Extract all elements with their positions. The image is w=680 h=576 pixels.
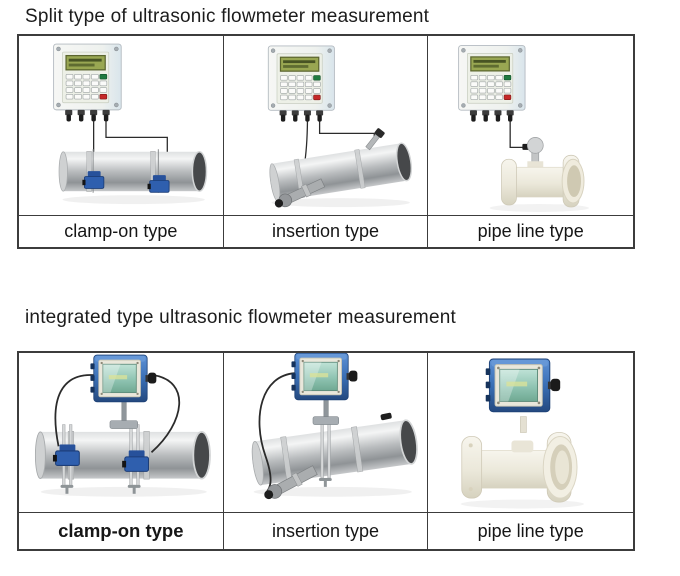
cable-connector — [380, 412, 392, 421]
split-clamp-on-illustration — [52, 43, 208, 205]
inline-flowmeter — [461, 416, 578, 503]
flow-converter — [458, 44, 526, 123]
integrated-clamp-on-illustration — [34, 354, 211, 497]
integrated-type-table: clamp-on type insertion type pipe line t… — [17, 351, 635, 551]
pipe — [248, 417, 421, 488]
integrated-insertion-illustration — [248, 353, 421, 500]
signal-cable — [54, 374, 95, 447]
split-pipe-line-image-cell — [428, 36, 633, 216]
split-insertion-image-cell — [223, 36, 429, 216]
section-heading-split: Split type of ultrasonic flowmeter measu… — [25, 6, 430, 27]
integrated-pipe-line-illustration — [461, 358, 585, 509]
signal-cable — [150, 374, 181, 453]
split-clamp-on-image-cell — [19, 36, 224, 216]
display-head — [290, 353, 358, 401]
split-insertion-illustration — [266, 45, 415, 208]
integrated-insertion-image-cell — [223, 353, 429, 513]
integrated-clamp-on-label: clamp-on type — [19, 513, 224, 549]
saddle-bracket — [312, 416, 339, 425]
saddle-bracket — [109, 420, 138, 429]
display-head — [485, 358, 561, 413]
pipe — [58, 150, 208, 193]
integrated-clamp-on-image-cell — [19, 353, 224, 513]
insertion-probe — [365, 128, 385, 151]
split-insertion-label: insertion type — [224, 216, 429, 247]
split-clamp-on-label: clamp-on type — [19, 216, 224, 247]
integrated-pipe-line-label: pipe line type — [477, 520, 584, 541]
insertion-probe — [274, 178, 325, 208]
section-heading-integrated: integrated type ultrasonic flowmeter mea… — [25, 307, 456, 328]
flow-converter — [267, 45, 335, 123]
insertion-probe — [263, 465, 318, 500]
signal-cable — [509, 121, 524, 149]
signal-cable — [318, 121, 375, 139]
split-pipe-line-label: pipe line type — [477, 221, 584, 241]
inline-flowmeter — [501, 137, 585, 208]
integrated-pipe-line-image-cell — [428, 353, 633, 513]
flow-converter — [52, 43, 122, 123]
integrated-insertion-label: insertion type — [224, 513, 429, 549]
wing-bolts — [60, 484, 141, 494]
display-head — [90, 354, 157, 403]
split-type-table: clamp-on type insertion type pipe line t… — [17, 34, 635, 249]
wing-bolts — [318, 477, 332, 487]
split-pipe-line-illustration — [458, 44, 590, 212]
